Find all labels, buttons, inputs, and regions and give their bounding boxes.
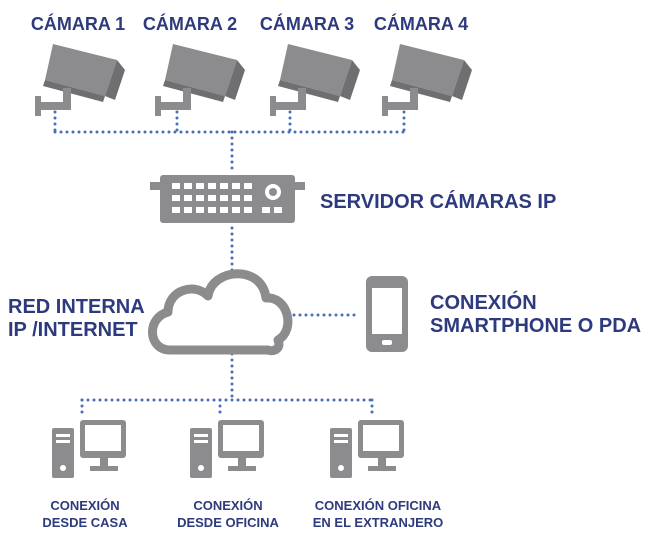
camera-1-icon <box>35 44 125 116</box>
network-label-line1: RED INTERNA <box>8 296 145 318</box>
client-abroad-line1: CONEXIÓN OFICINA <box>314 498 442 513</box>
client-home-line2: DESDE CASA <box>42 515 128 530</box>
smartphone-label: CONEXIÓN SMARTPHONE O PDA <box>430 292 641 338</box>
camera-3-icon <box>270 44 360 116</box>
computer-office-icon <box>190 420 264 478</box>
camera-4-icon <box>382 44 472 116</box>
cloud-icon <box>148 269 293 356</box>
computer-abroad-icon <box>330 420 404 478</box>
client-home-label: CONEXIÓN DESDE CASA <box>0 497 170 531</box>
client-abroad-label: CONEXIÓN OFICINA EN EL EXTRANJERO <box>293 497 463 531</box>
network-label-line2: IP /INTERNET <box>8 319 138 341</box>
computer-home-icon <box>52 420 126 478</box>
client-office-line1: CONEXIÓN <box>193 498 263 513</box>
client-abroad-line2: EN EL EXTRANJERO <box>312 515 444 530</box>
camera-2-label: CÁMARA 2 <box>142 14 238 34</box>
client-home-line1: CONEXIÓN <box>50 498 120 513</box>
camera-1-label: CÁMARA 1 <box>30 14 126 34</box>
smartphone-icon <box>366 276 408 352</box>
camera-4-label: CÁMARA 4 <box>373 14 469 34</box>
server-icon <box>150 175 305 223</box>
client-office-line2: DESDE OFICINA <box>177 515 279 530</box>
server-label: SERVIDOR CÁMARAS IP <box>320 191 557 213</box>
client-office-label: CONEXIÓN DESDE OFICINA <box>143 497 313 531</box>
smartphone-label-line2: SMARTPHONE O PDA <box>430 315 642 337</box>
smartphone-label-line1: CONEXIÓN <box>430 292 537 314</box>
camera-3-label: CÁMARA 3 <box>259 14 355 34</box>
network-label: RED INTERNA IP /INTERNET <box>8 296 145 342</box>
camera-2-icon <box>155 44 245 116</box>
